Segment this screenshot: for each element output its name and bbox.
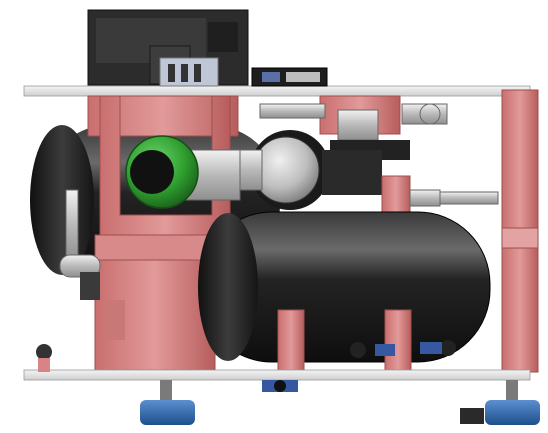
gauge-face-icon xyxy=(252,136,320,204)
leveling-foot-mid xyxy=(460,408,484,424)
left-hose-fitting xyxy=(59,189,101,300)
leveling-foot-left xyxy=(140,380,195,425)
bottom-fittings xyxy=(350,340,456,358)
pressure-gauge xyxy=(239,130,382,210)
center-clamp xyxy=(262,380,298,392)
sensor-connector xyxy=(251,67,328,87)
u-bracket xyxy=(87,95,239,371)
left-post xyxy=(36,344,52,372)
side-fittings xyxy=(381,175,499,219)
pressure-regulator xyxy=(125,135,241,209)
right-side-pillar xyxy=(501,89,539,373)
right-air-tank xyxy=(198,211,491,363)
leveling-foot-right xyxy=(485,380,540,425)
solenoid-valve xyxy=(87,9,249,87)
bottom-plate xyxy=(23,369,531,381)
top-plate xyxy=(23,85,531,97)
